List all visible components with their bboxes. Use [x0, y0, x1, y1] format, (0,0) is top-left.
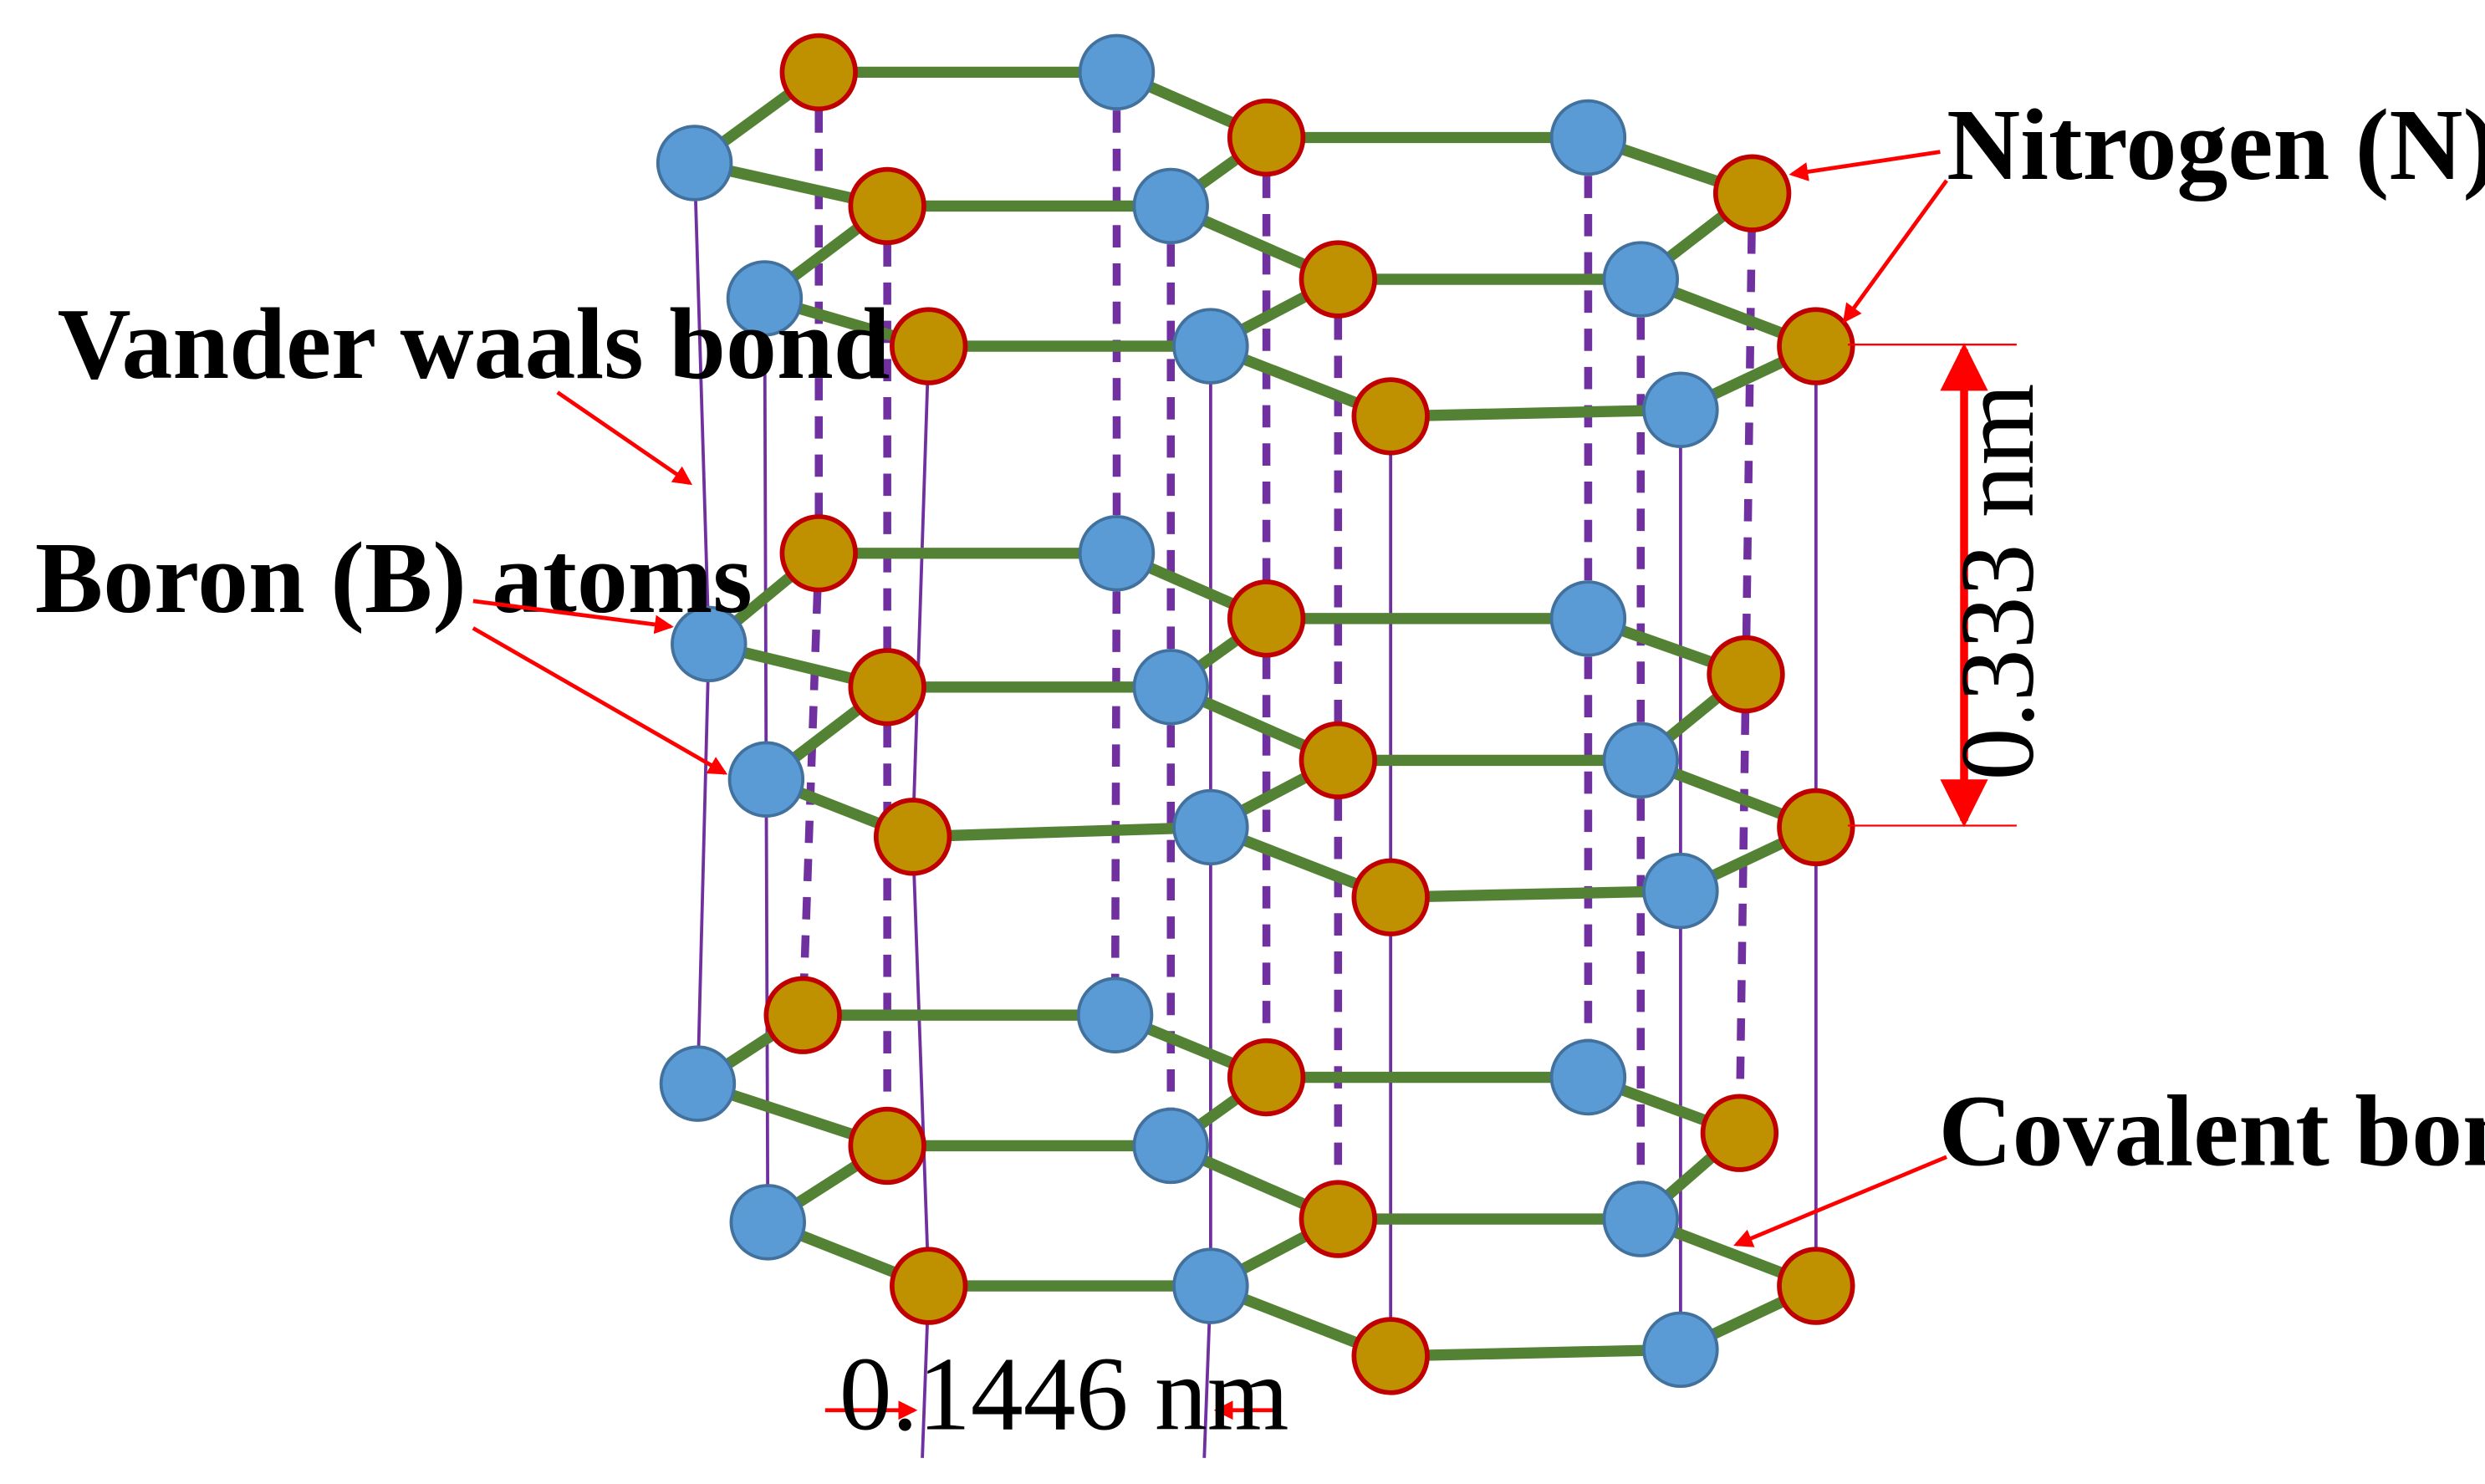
interlayer-dashed-line [1735, 674, 1750, 1134]
boron-atom [1642, 1311, 1719, 1389]
boron-atom [1132, 1107, 1209, 1185]
boron-atom [1602, 241, 1680, 318]
boron-atom [726, 260, 804, 337]
boron-atom [1172, 788, 1249, 866]
nitrogen-atom [873, 798, 952, 876]
nitrogen-atom [1777, 1247, 1855, 1325]
nitrogen-atom [848, 1106, 926, 1186]
nitrogen-atom [1299, 240, 1377, 319]
nitrogen-atom [1351, 1317, 1430, 1395]
boron-atom [1078, 515, 1156, 592]
nitrogen-atom [1227, 579, 1306, 658]
nitrogen-atom [1299, 721, 1377, 800]
nitrogen-atom [890, 1247, 968, 1325]
interlayer-arrowhead-bottom [1940, 779, 1988, 828]
nitrogen-atom [848, 648, 926, 727]
nitrogen-atom [779, 514, 858, 593]
vander-waals-line [696, 644, 711, 1084]
atoms [656, 33, 1855, 1395]
nitrogen-atom [763, 976, 842, 1054]
boron-atom [1602, 722, 1680, 799]
boron-atom [1642, 852, 1719, 930]
vander-waals-line [763, 298, 768, 780]
nitrogen-atom [848, 166, 926, 246]
boron-atom [1549, 99, 1627, 176]
nitrogen-atom [1351, 858, 1430, 936]
boron-atom [727, 741, 805, 818]
boron-atom [1132, 649, 1209, 726]
interlayer-arrowhead-top [1940, 343, 1988, 391]
nitrogen-atom [779, 33, 858, 112]
boron-label: Boron (B) atoms [35, 522, 753, 635]
nitrogen-atom [1227, 98, 1306, 177]
nitrogen-atom [1700, 1094, 1779, 1172]
covalent-bond [1385, 1344, 1686, 1362]
boron-atom [1132, 167, 1209, 245]
covalent-bond [1385, 885, 1686, 903]
vander-waals-line [692, 162, 711, 645]
vander-waals-arrow [556, 390, 693, 486]
nitrogen-arrow-1 [1788, 150, 1941, 181]
boron-atom [1078, 33, 1156, 111]
covalent-bond [906, 821, 1217, 843]
boron-arrow-2 [472, 626, 728, 775]
bond-length-label: 0.1446 nm [839, 1337, 1289, 1453]
covalent-label: Covalent bond [1939, 1074, 2485, 1187]
annotations: Nitrogen (N) atoms Vander waals bond Bor… [35, 89, 2485, 1453]
nitrogen-label: Nitrogen (N) atoms [1947, 89, 2485, 201]
nitrogen-atom [1351, 377, 1430, 456]
boron-atom [1076, 977, 1154, 1053]
boron-atom [1642, 371, 1719, 449]
interlayer-dashed-line [1110, 553, 1121, 1016]
nitrogen-atom [1712, 154, 1792, 232]
interlayer-dashed-line [799, 553, 823, 1016]
vander-waals-line [911, 346, 931, 837]
boron-arrow-1 [472, 599, 674, 635]
boron-atom [1602, 1181, 1680, 1257]
interlayer-dashed-line [1742, 193, 1757, 675]
nitrogen-atom [1299, 1180, 1377, 1258]
boron-atom [1549, 1038, 1627, 1116]
vander-waals-label: Vander waals bond [58, 288, 890, 400]
boron-atom [659, 1045, 737, 1122]
boron-atom [1172, 1247, 1249, 1324]
boron-atom [1172, 308, 1249, 385]
nitrogen-atom [1777, 788, 1855, 867]
nitrogen-atom [890, 307, 968, 385]
boron-atom [1549, 580, 1627, 657]
boron-atom [729, 1184, 806, 1261]
nitrogen-arrow-2 [1842, 179, 1948, 324]
boron-atom [656, 125, 733, 201]
covalent-arrow [1733, 1155, 1947, 1247]
nitrogen-atom [1707, 635, 1785, 714]
nitrogen-atom [1777, 307, 1855, 385]
vander-waals-line [911, 836, 931, 1287]
covalent-bond [1385, 404, 1686, 422]
nitrogen-atom [1227, 1038, 1306, 1117]
boron-atom [671, 605, 748, 683]
interlayer-distance-label: 0.333 nm [1940, 384, 2056, 781]
